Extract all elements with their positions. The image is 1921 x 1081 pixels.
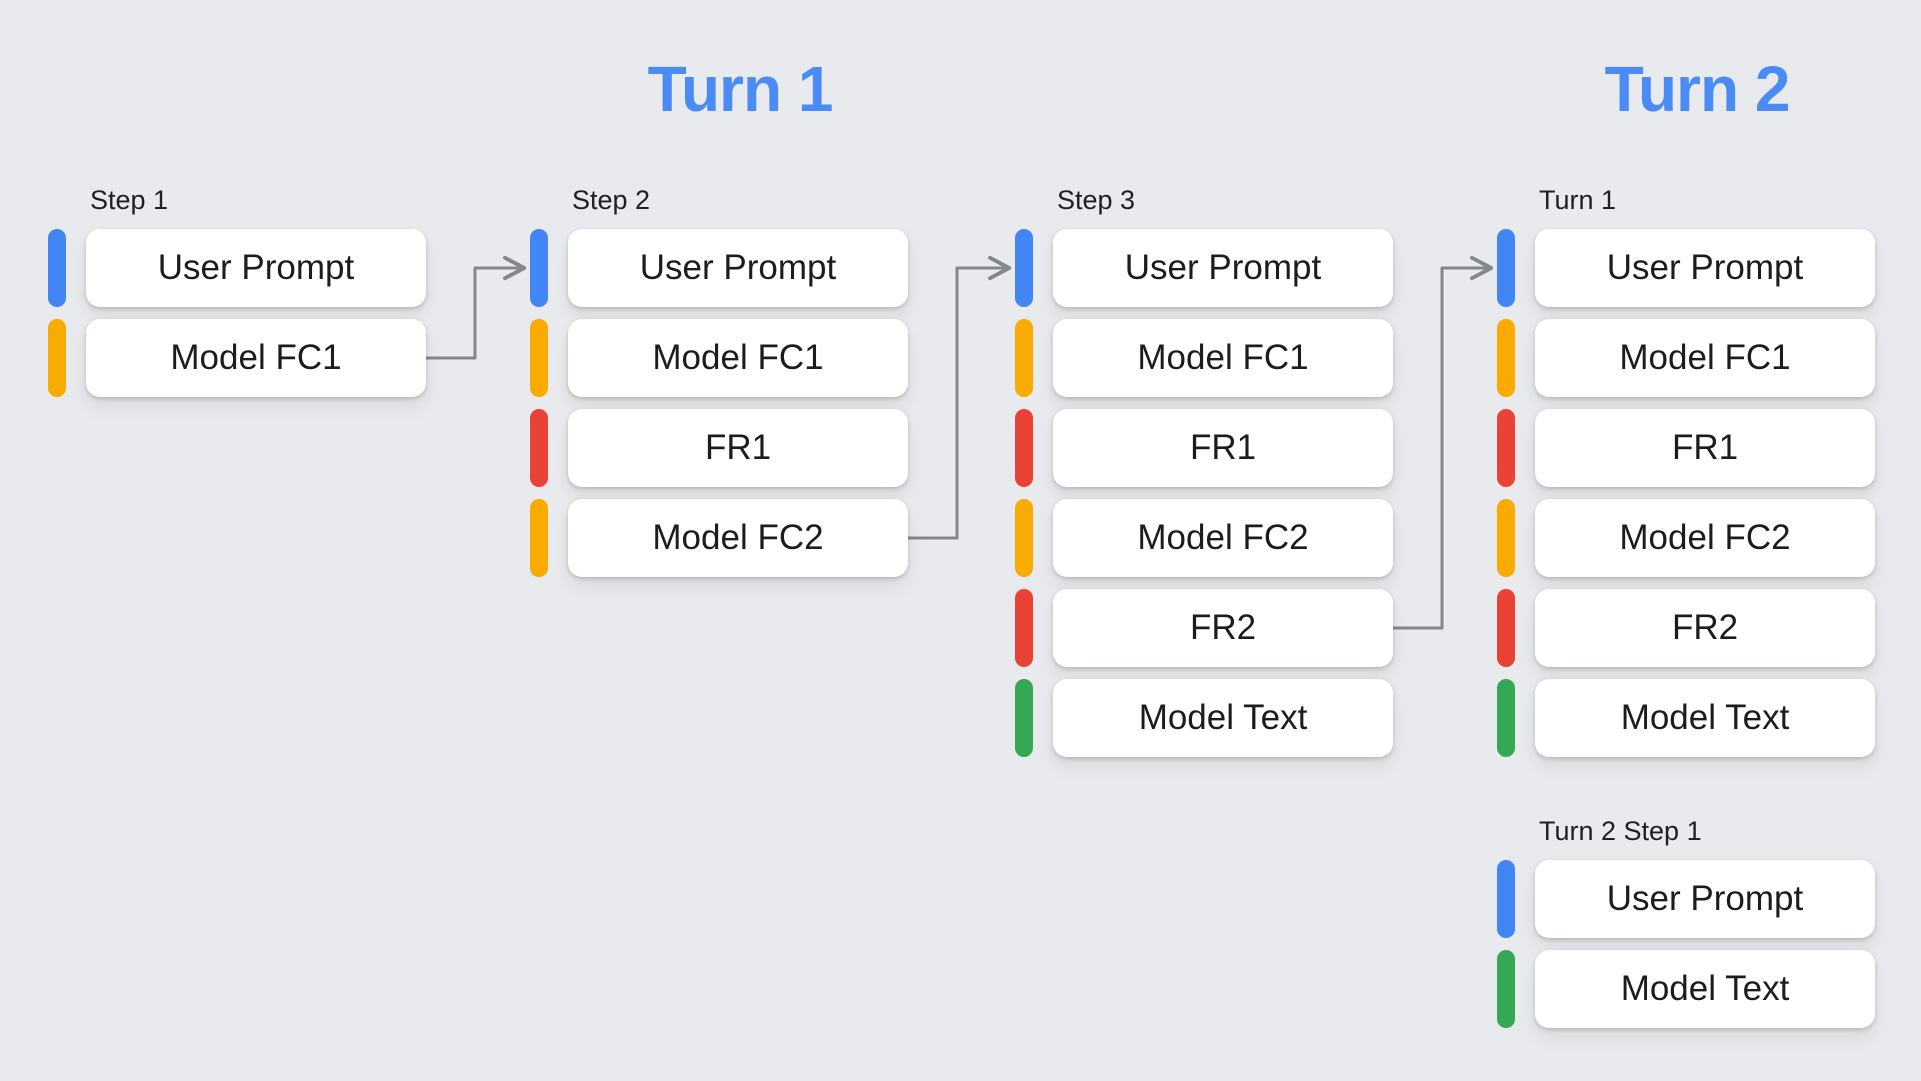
role-color-bar-red: [1015, 409, 1033, 487]
card-fr2: FR2: [1535, 589, 1875, 667]
role-color-bar-yellow: [1015, 319, 1033, 397]
group-label: Step 3: [1057, 185, 1136, 215]
role-color-bar-yellow: [1497, 319, 1515, 397]
group-label: Step 2: [572, 185, 651, 215]
flow-arrow-3: [1393, 268, 1490, 630]
role-color-bar-blue: [1497, 860, 1515, 938]
role-color-bar-blue: [48, 229, 66, 307]
role-color-bar-blue: [530, 229, 548, 307]
role-color-bar-red: [530, 409, 548, 487]
group-label: Turn 1: [1539, 185, 1617, 215]
role-color-bar-red: [1015, 589, 1033, 667]
flow-arrow-2: [908, 268, 1008, 540]
card-model-fc2: Model FC2: [1535, 499, 1875, 577]
group-label: Turn 2 Step 1: [1539, 816, 1702, 846]
card-fr1: FR1: [1535, 409, 1875, 487]
card-model-text: Model Text: [1053, 679, 1393, 757]
card-model-fc1: Model FC1: [86, 319, 426, 397]
role-color-bar-blue: [1015, 229, 1033, 307]
role-color-bar-red: [1497, 589, 1515, 667]
card-user-prompt: User Prompt: [568, 229, 908, 307]
role-color-bar-red: [1497, 409, 1515, 487]
role-color-bar-green: [1497, 679, 1515, 757]
turn-1-title: Turn 1: [647, 53, 834, 125]
card-user-prompt: User Prompt: [1535, 860, 1875, 938]
flow-arrow-1: [426, 268, 523, 360]
role-color-bar-yellow: [1497, 499, 1515, 577]
role-color-bar-green: [1015, 679, 1033, 757]
card-model-fc1: Model FC1: [568, 319, 908, 397]
card-fr1: FR1: [1053, 409, 1393, 487]
role-color-bar-yellow: [530, 319, 548, 397]
card-model-fc2: Model FC2: [1053, 499, 1393, 577]
group-label: Step 1: [90, 185, 169, 215]
card-fr2: FR2: [1053, 589, 1393, 667]
role-color-bar-yellow: [1015, 499, 1033, 577]
card-model-fc2: Model FC2: [568, 499, 908, 577]
role-color-bar-yellow: [530, 499, 548, 577]
role-color-bar-blue: [1497, 229, 1515, 307]
card-model-text: Model Text: [1535, 679, 1875, 757]
card-model-text: Model Text: [1535, 950, 1875, 1028]
card-fr1: FR1: [568, 409, 908, 487]
role-color-bar-green: [1497, 950, 1515, 1028]
turn-2-title: Turn 2: [1604, 53, 1791, 125]
card-user-prompt: User Prompt: [1053, 229, 1393, 307]
role-color-bar-yellow: [48, 319, 66, 397]
card-user-prompt: User Prompt: [1535, 229, 1875, 307]
card-model-fc1: Model FC1: [1053, 319, 1393, 397]
card-user-prompt: User Prompt: [86, 229, 426, 307]
card-model-fc1: Model FC1: [1535, 319, 1875, 397]
